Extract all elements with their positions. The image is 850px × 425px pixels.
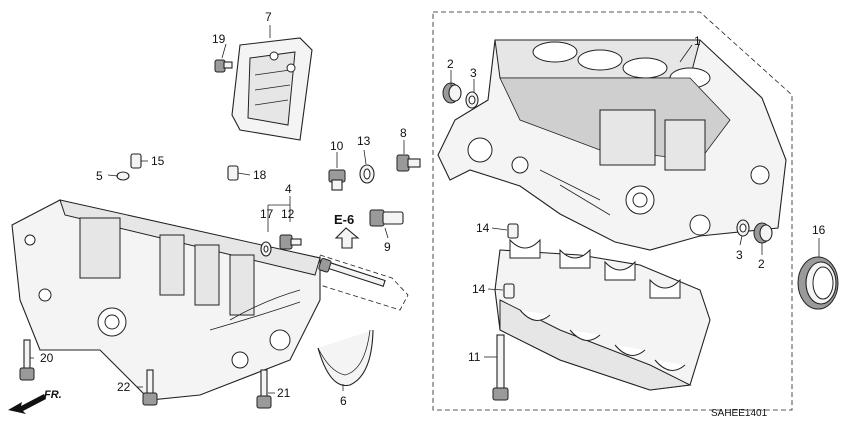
bolt-19 bbox=[214, 59, 233, 73]
callout-19: 19 bbox=[212, 32, 226, 46]
callout-2-upper: 2 bbox=[447, 57, 454, 71]
bearing-cap-assembly bbox=[494, 238, 711, 391]
direction-arrow-icon bbox=[8, 394, 46, 414]
e6-dashed-box bbox=[319, 254, 409, 311]
direction-label: FR. bbox=[44, 389, 62, 401]
front-direction-indicator: FR. bbox=[8, 389, 62, 414]
bolt-12 bbox=[279, 234, 302, 250]
bolt-11 bbox=[492, 334, 509, 401]
washer-3-upper bbox=[465, 91, 479, 109]
leader-lines bbox=[30, 25, 820, 394]
baffle-plate bbox=[231, 37, 313, 141]
oil-seal bbox=[797, 256, 839, 310]
sensor-8 bbox=[396, 154, 421, 172]
callout-14-lower: 14 bbox=[472, 282, 486, 296]
callout-14-upper: 14 bbox=[476, 221, 490, 235]
callout-12: 12 bbox=[281, 207, 295, 221]
up-arrow-icon bbox=[334, 227, 360, 249]
callout-21: 21 bbox=[277, 386, 291, 400]
callout-22: 22 bbox=[117, 380, 131, 394]
washer-17 bbox=[260, 241, 272, 257]
bracket-6 bbox=[317, 329, 374, 387]
callout-8: 8 bbox=[400, 126, 407, 140]
diagram-code: SAHEE1401 bbox=[711, 408, 768, 419]
e6-reference-label: E-6 bbox=[334, 212, 354, 227]
plug-2-lower bbox=[753, 222, 773, 244]
bolt-20 bbox=[19, 339, 35, 381]
callout-3-upper: 3 bbox=[470, 66, 477, 80]
callout-2-lower: 2 bbox=[758, 257, 765, 271]
callout-4: 4 bbox=[285, 182, 292, 196]
plug-18 bbox=[227, 165, 239, 181]
washer-13 bbox=[359, 164, 375, 184]
dowel-pin-14-upper bbox=[507, 223, 519, 239]
washer-5 bbox=[116, 171, 130, 181]
callout-6: 6 bbox=[340, 394, 347, 408]
cylinder-block bbox=[437, 39, 787, 251]
callout-1: 1 bbox=[694, 34, 701, 48]
dowel-pin-14-lower bbox=[503, 283, 515, 299]
bolt-22 bbox=[142, 369, 158, 406]
callout-13: 13 bbox=[357, 134, 371, 148]
washer-3-lower bbox=[736, 219, 750, 237]
callout-11: 11 bbox=[468, 350, 481, 364]
callout-10: 10 bbox=[330, 139, 344, 153]
e6-reference-group: E-6 bbox=[318, 212, 409, 311]
callout-3-lower: 3 bbox=[736, 248, 743, 262]
knock-sensor-9 bbox=[369, 209, 404, 227]
drain-plug-10 bbox=[328, 169, 346, 191]
callout-9: 9 bbox=[384, 240, 391, 254]
callout-20: 20 bbox=[40, 351, 54, 365]
block-assembly-frame bbox=[432, 11, 793, 411]
oil-pan bbox=[11, 199, 321, 401]
callout-15: 15 bbox=[151, 154, 165, 168]
callout-18: 18 bbox=[253, 168, 267, 182]
bolt-21 bbox=[256, 369, 272, 409]
callout-7: 7 bbox=[265, 10, 272, 24]
callout-labels: 1 2 3 3 2 16 14 14 11 7 19 5 15 18 4 17 … bbox=[40, 10, 826, 408]
plug-2-upper bbox=[442, 82, 462, 104]
callout-5: 5 bbox=[96, 169, 103, 183]
callout-17: 17 bbox=[260, 207, 274, 221]
callout-16: 16 bbox=[812, 223, 826, 237]
plug-15 bbox=[130, 153, 142, 169]
